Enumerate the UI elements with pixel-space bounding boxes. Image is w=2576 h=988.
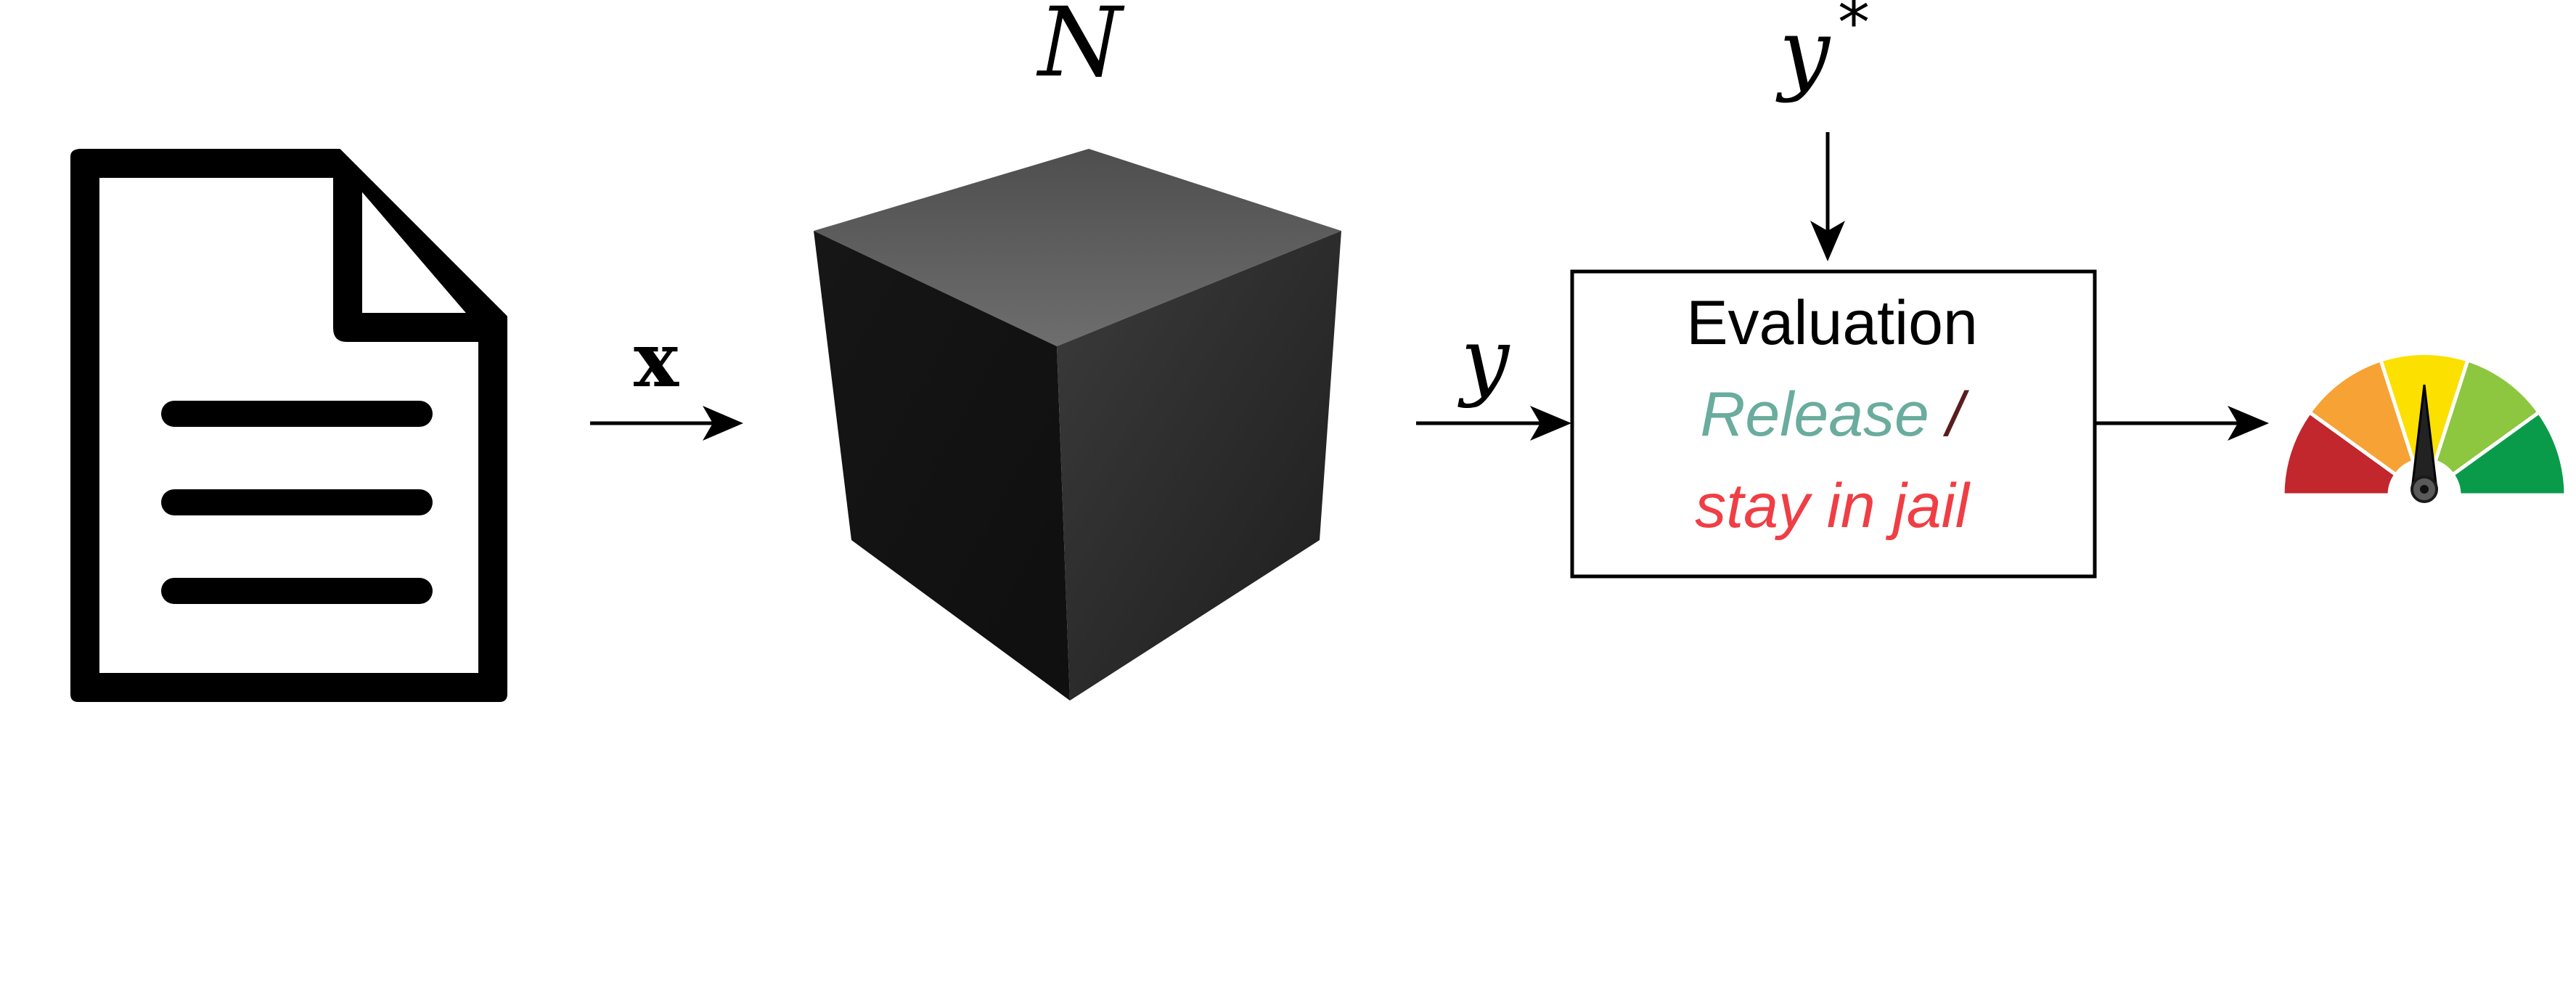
jail-label: stay in jail — [1695, 471, 1971, 541]
black-box-cube-icon — [814, 149, 1341, 701]
gauge-meter-icon — [2281, 351, 2568, 503]
target-label-superscript: * — [1838, 0, 1870, 60]
evaluation-outcomes: Release / — [1700, 380, 1969, 449]
evaluation-title: Evaluation — [1686, 288, 1978, 358]
evaluation-box: Evaluation Release / stay in jail — [1570, 269, 2097, 579]
input-arrow — [590, 406, 743, 441]
input-label: x — [634, 315, 679, 404]
target-arrow — [1810, 132, 1845, 261]
target-label: y * — [1775, 0, 1870, 105]
release-label: Release — [1700, 380, 1929, 449]
result-arrow — [2096, 406, 2269, 441]
document-icon — [70, 149, 507, 702]
model-label: N — [1036, 0, 1125, 99]
output-label: y — [1457, 309, 1510, 409]
target-label-base: y — [1775, 0, 1831, 105]
output-arrow — [1416, 406, 1571, 441]
